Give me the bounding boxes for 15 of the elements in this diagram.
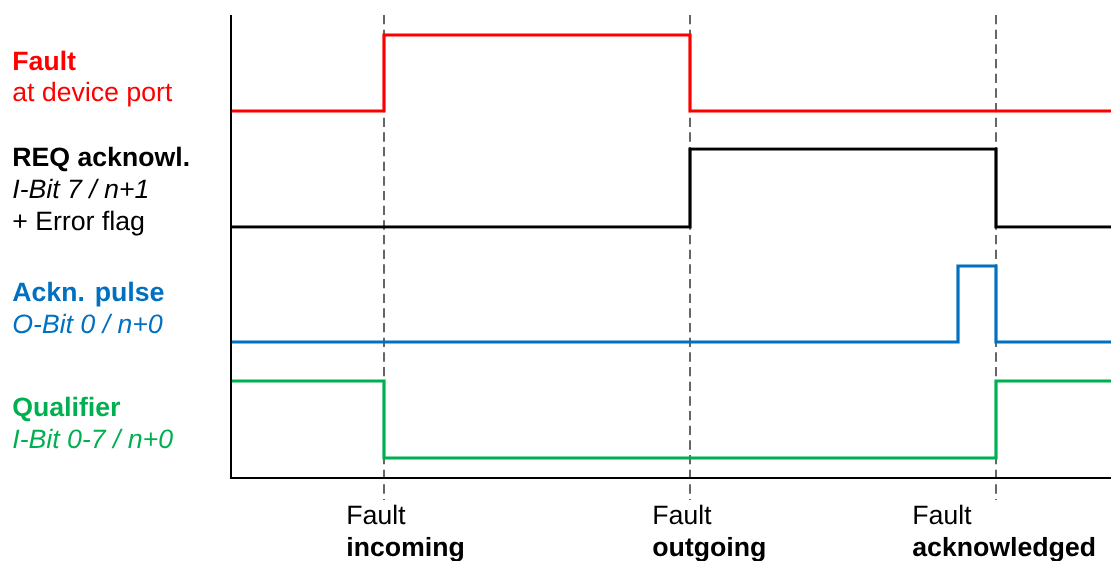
- signal-name: Fault: [14, 50, 76, 71]
- signal-name: acknowledged: [913, 536, 1095, 561]
- bit-address: O-Bit 0 / n+0: [13, 313, 163, 334]
- signal-name: incoming: [348, 536, 463, 561]
- bit-address: I-Bit 0-7 / n+0: [13, 428, 173, 449]
- signal-note: Fault: [654, 504, 712, 525]
- signal-name: outgoing: [653, 536, 765, 561]
- signal-note: + Error flag: [13, 210, 144, 236]
- signal-name: REQ acknowl.: [14, 146, 189, 172]
- signal-note: Fault: [348, 504, 406, 525]
- signal-note: at device port: [13, 81, 173, 107]
- signal-note: Fault: [914, 504, 972, 525]
- signal-name: Qualifier: [13, 396, 121, 422]
- signal-name: Ackn. pulse: [12, 281, 164, 307]
- bit-address: I-Bit 7 / n+1: [13, 178, 148, 199]
